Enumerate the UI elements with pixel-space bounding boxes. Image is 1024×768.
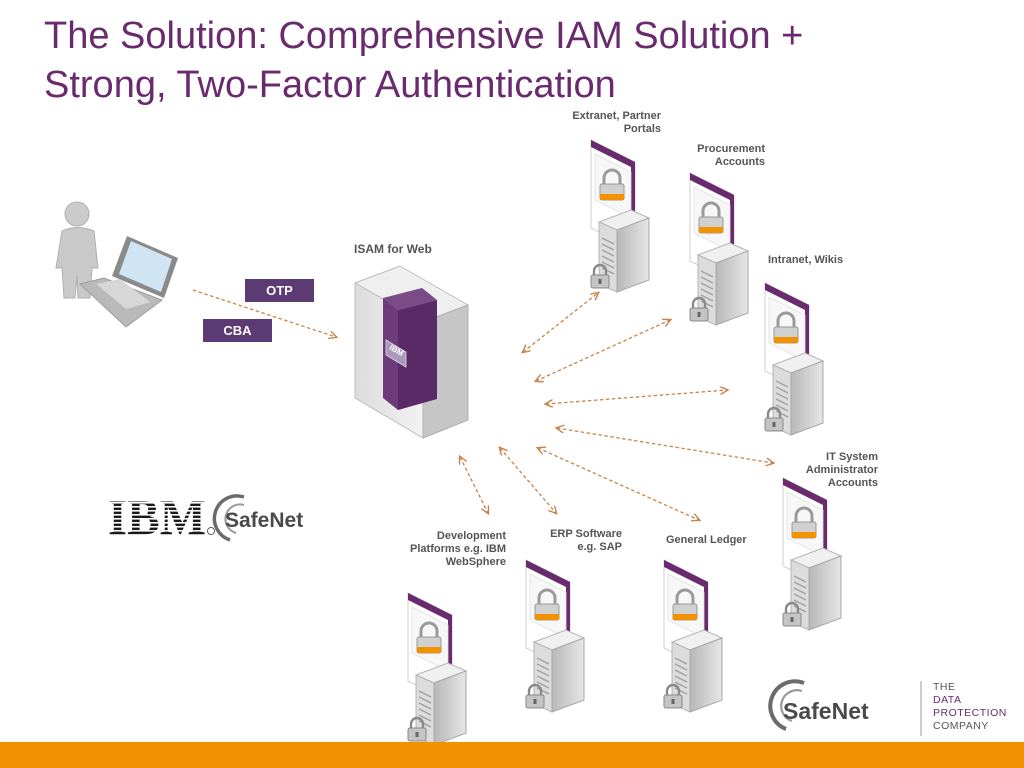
- label-erp-software: ERP Software e.g. SAP: [530, 528, 622, 554]
- label-line: Intranet, Wikis: [768, 254, 844, 266]
- ibm-logo: IBM: [108, 489, 215, 545]
- tagline-line: DATA: [933, 694, 962, 706]
- label-line: e.g. SAP: [577, 541, 622, 553]
- slide-title: The Solution: Comprehensive IAM Solution…: [44, 12, 984, 110]
- arrow-extranet: [523, 293, 598, 352]
- label-line: Portals: [623, 123, 661, 135]
- label-line: General Ledger: [666, 534, 747, 546]
- server-extranet: [589, 138, 651, 294]
- label-extranet-portals: Extranet, Partner Portals: [540, 110, 661, 136]
- auth-tag-cba: CBA: [203, 319, 272, 342]
- label-line: Platforms e.g. IBM: [410, 543, 506, 555]
- isam-appliance: IBM: [353, 265, 470, 439]
- label-line: Accounts: [714, 156, 765, 168]
- tagline-line: PROTECTION: [933, 707, 1007, 719]
- label-line: WebSphere: [445, 556, 506, 568]
- safenet-logo-corner: SafeNet: [768, 679, 922, 736]
- server-erp: [524, 558, 586, 714]
- label-line: ERP Software: [550, 528, 622, 540]
- label-intranet-wikis: Intranet, Wikis: [768, 254, 888, 267]
- arrow-intranet: [546, 390, 727, 404]
- server-it-admin: [781, 476, 843, 632]
- label-procurement-accounts: Procurement Accounts: [660, 143, 765, 169]
- tagline-line: THE: [933, 681, 956, 693]
- safenet-logo-corner-text: SafeNet: [783, 698, 869, 724]
- title-line-2: Strong, Two-Factor Authentication: [44, 64, 616, 106]
- arrow-development: [460, 457, 488, 513]
- arrow-general-ledger: [538, 448, 699, 520]
- hub-label: ISAM for Web: [354, 242, 432, 256]
- label-line: IT System: [826, 451, 878, 463]
- user-to-isam-arrow: [192, 289, 336, 337]
- arrow-erp: [500, 448, 556, 513]
- safenet-logo-small-text: SafeNet: [225, 509, 303, 532]
- label-line: Development: [436, 530, 506, 542]
- arrow-it-admin: [557, 428, 773, 463]
- tagline-line: COMPANY: [933, 720, 989, 732]
- label-line: Procurement: [697, 143, 765, 155]
- server-intranet: [763, 281, 825, 437]
- user-icon: [55, 201, 99, 299]
- server-procurement: [688, 171, 750, 327]
- server-development: [406, 591, 468, 747]
- footer-bar: [0, 742, 1024, 768]
- ibm-logo-text: IBM: [108, 489, 206, 545]
- label-line: Accounts: [827, 477, 878, 489]
- title-line-1: The Solution: Comprehensive IAM Solution…: [44, 15, 804, 57]
- server-general-ledger: [662, 558, 724, 714]
- label-general-ledger: General Ledger: [666, 534, 776, 547]
- label-development-platforms: Development Platforms e.g. IBM WebSphere: [386, 530, 506, 569]
- label-it-system-admin: IT System Administrator Accounts: [768, 451, 878, 490]
- label-line: Administrator: [805, 464, 878, 476]
- laptop-icon: [78, 236, 178, 328]
- label-line: Extranet, Partner: [572, 110, 661, 122]
- safenet-tagline: THE DATA PROTECTION COMPANY: [933, 681, 1007, 733]
- arrow-procurement: [536, 320, 670, 381]
- safenet-logo-small: SafeNet: [212, 494, 303, 542]
- auth-tag-otp: OTP: [245, 279, 314, 302]
